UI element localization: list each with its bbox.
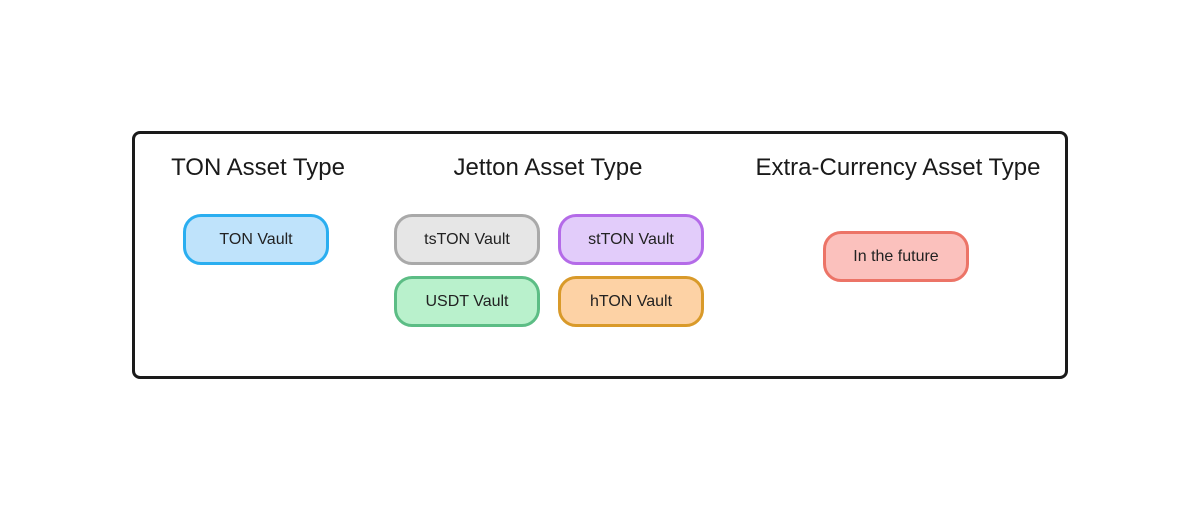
usdt-vault-node: USDT Vault [394,276,540,327]
usdt-vault-label: USDT Vault [425,292,509,310]
tston-vault-label: tsTON Vault [424,230,510,248]
ton-asset-type-heading: TON Asset Type [171,154,345,181]
ston-vault-label: stTON Vault [588,230,674,248]
hton-vault-node: hTON Vault [558,276,704,327]
tston-vault-node: tsTON Vault [394,214,540,265]
future-label: In the future [853,247,939,265]
jetton-asset-type-heading: Jetton Asset Type [453,154,643,181]
ton-vault-node: TON Vault [183,214,329,265]
hton-vault-label: hTON Vault [589,292,673,310]
extra-currency-asset-type-heading: Extra-Currency Asset Type [755,154,1041,181]
future-extra-currency-node: In the future [823,231,969,282]
ton-vault-label: TON Vault [219,230,293,248]
ston-vault-node: stTON Vault [558,214,704,265]
